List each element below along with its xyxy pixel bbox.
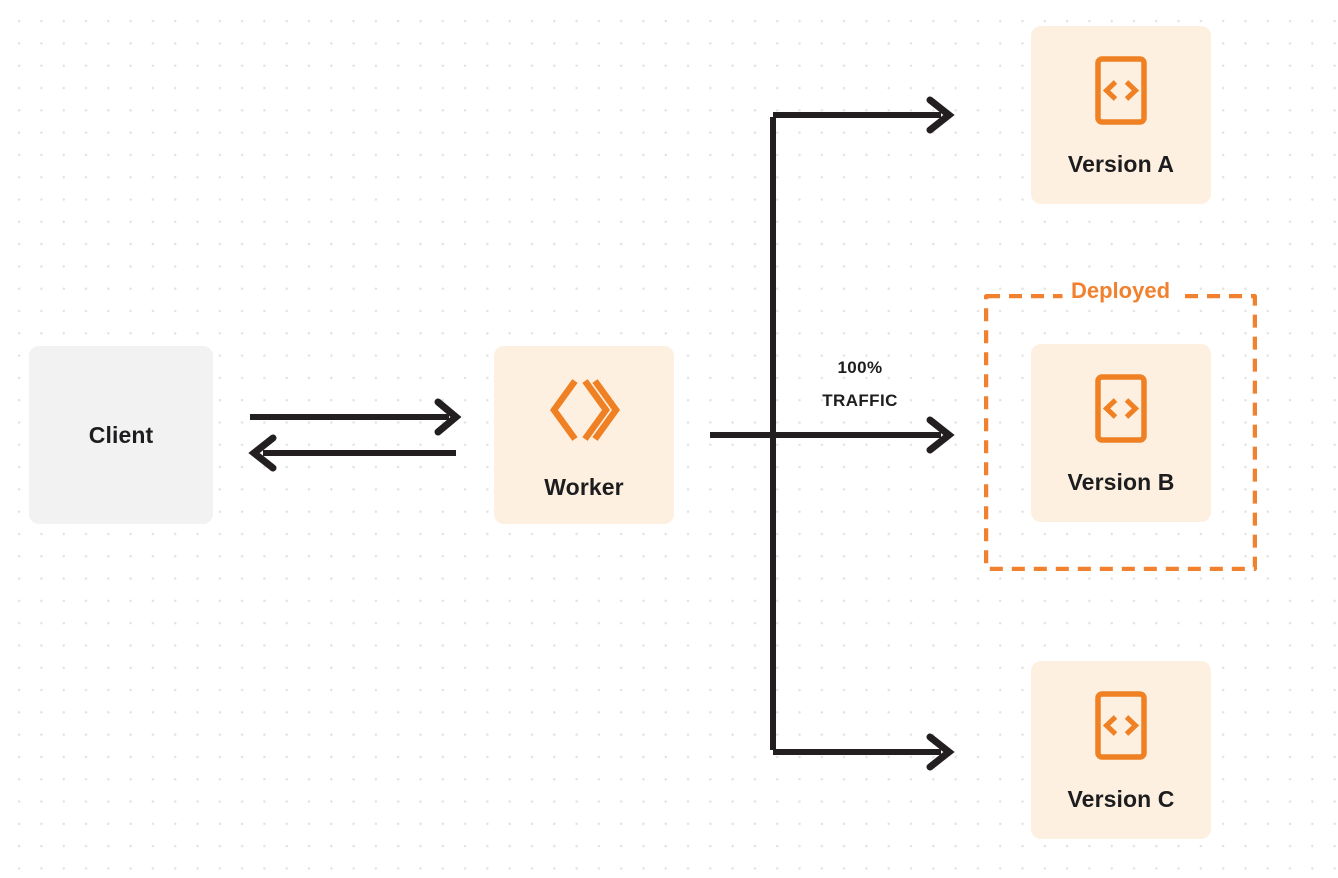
- traffic-label: 100% TRAFFIC: [790, 351, 930, 417]
- version-b-node[interactable]: Version B: [1031, 344, 1211, 522]
- arrow-to-version-b: [773, 416, 955, 454]
- version-b-label: Version B: [1067, 469, 1175, 495]
- client-label: Client: [88, 421, 154, 448]
- version-c-node[interactable]: Version C: [1031, 661, 1211, 839]
- traffic-word: TRAFFIC: [822, 391, 898, 411]
- cloudflare-workers-logo-icon: [545, 371, 623, 454]
- version-a-label: Version A: [1067, 151, 1175, 177]
- deployed-frame: Deployed: [984, 280, 1257, 571]
- arrow-client-to-worker: [250, 398, 462, 436]
- worker-label: Worker: [544, 474, 624, 500]
- code-file-icon: [1091, 54, 1151, 133]
- arrow-to-version-c: [773, 733, 955, 771]
- deployed-label: Deployed: [1061, 280, 1180, 302]
- worker-node[interactable]: Worker: [494, 346, 674, 524]
- arrow-worker-to-client: [248, 434, 456, 472]
- client-node[interactable]: Client: [29, 346, 213, 524]
- code-file-icon: [1091, 689, 1151, 768]
- arrow-to-version-a: [773, 96, 955, 134]
- version-a-node[interactable]: Version A: [1031, 26, 1211, 204]
- code-file-icon: [1091, 372, 1151, 451]
- version-c-label: Version C: [1067, 786, 1175, 812]
- traffic-percent: 100%: [837, 358, 883, 377]
